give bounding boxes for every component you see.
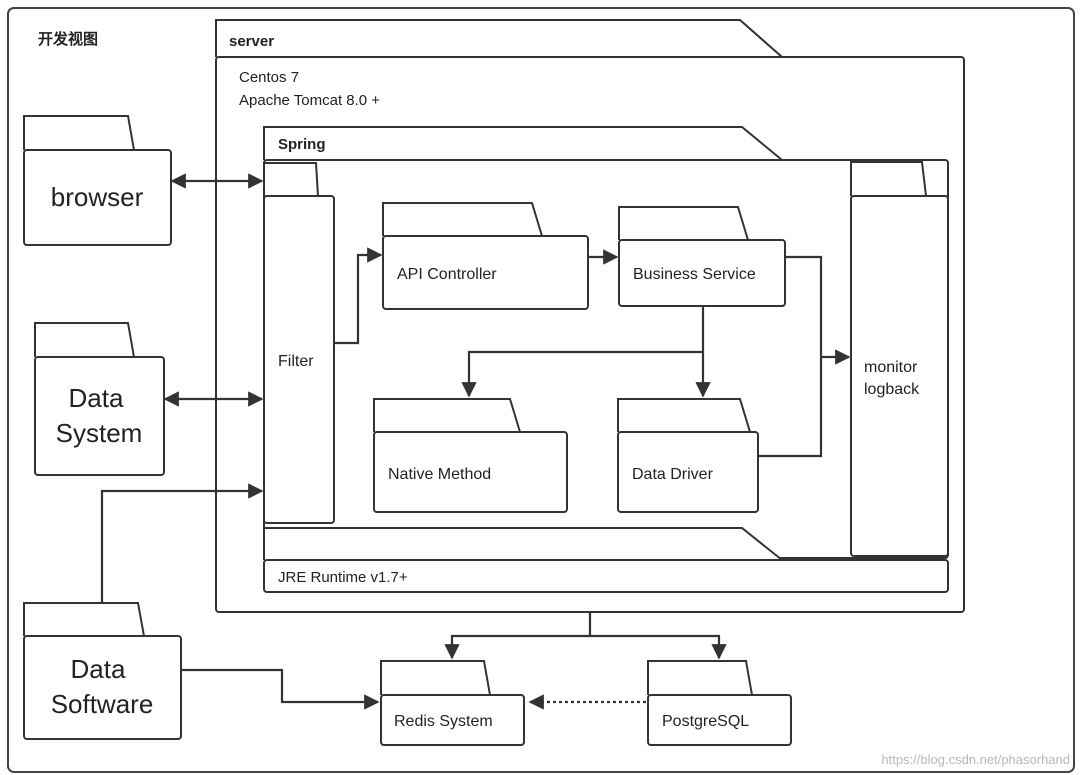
data-software-label-line1: Data [71, 654, 126, 684]
datasoftware-filter-arrow [100, 483, 264, 603]
data-driver-package: Data Driver [617, 398, 759, 513]
data-system-label-line1: Data [69, 383, 124, 413]
filter-label: Filter [278, 353, 314, 370]
data-system-label-line2: System [56, 418, 143, 448]
api-controller-package: API Controller [382, 202, 589, 310]
native-method-package: Native Method [373, 398, 568, 513]
diagram-title: 开发视图 [38, 30, 98, 48]
data-system-package: Data System [34, 322, 165, 476]
connectors [100, 173, 851, 710]
data-driver-label: Data Driver [632, 466, 714, 483]
monitor-label: monitor [864, 359, 918, 376]
browser-label: browser [51, 182, 144, 212]
server-postgres-arrow [590, 634, 727, 660]
business-service-label: Business Service [633, 266, 756, 283]
server-tab-label: server [229, 33, 274, 50]
business-service-package: Business Service [618, 206, 786, 307]
watermark-text: https://blog.csdn.net/phasorhand [881, 752, 1070, 767]
spring-tab-label: Spring [278, 136, 326, 153]
redis-label: Redis System [394, 713, 493, 730]
data-software-label-line2: Software [51, 689, 154, 719]
logback-label: logback [864, 381, 920, 398]
postgresql-label: PostgreSQL [662, 713, 749, 730]
server-container-label: Apache Tomcat 8.0 + [239, 92, 380, 109]
monitor-logback-package: monitor logback [850, 161, 949, 557]
server-os-label: Centos 7 [239, 69, 299, 86]
api-controller-label: API Controller [397, 266, 497, 283]
filter-api-arrow [335, 247, 383, 345]
datasoftware-redis-arrow [182, 668, 380, 710]
filter-package: Filter [263, 162, 335, 524]
data-software-package: Data Software [23, 602, 182, 740]
business-native-arrow [461, 350, 703, 398]
jre-label: JRE Runtime v1.7+ [278, 569, 408, 586]
browser-package: browser [23, 115, 172, 246]
native-method-label: Native Method [388, 466, 491, 483]
postgresql-package: PostgreSQL [647, 660, 792, 746]
server-redis-arrow [444, 634, 590, 660]
spring-package: Spring [263, 126, 949, 559]
jre-runtime-package: JRE Runtime v1.7+ [263, 527, 949, 593]
redis-system-package: Redis System [380, 660, 525, 746]
